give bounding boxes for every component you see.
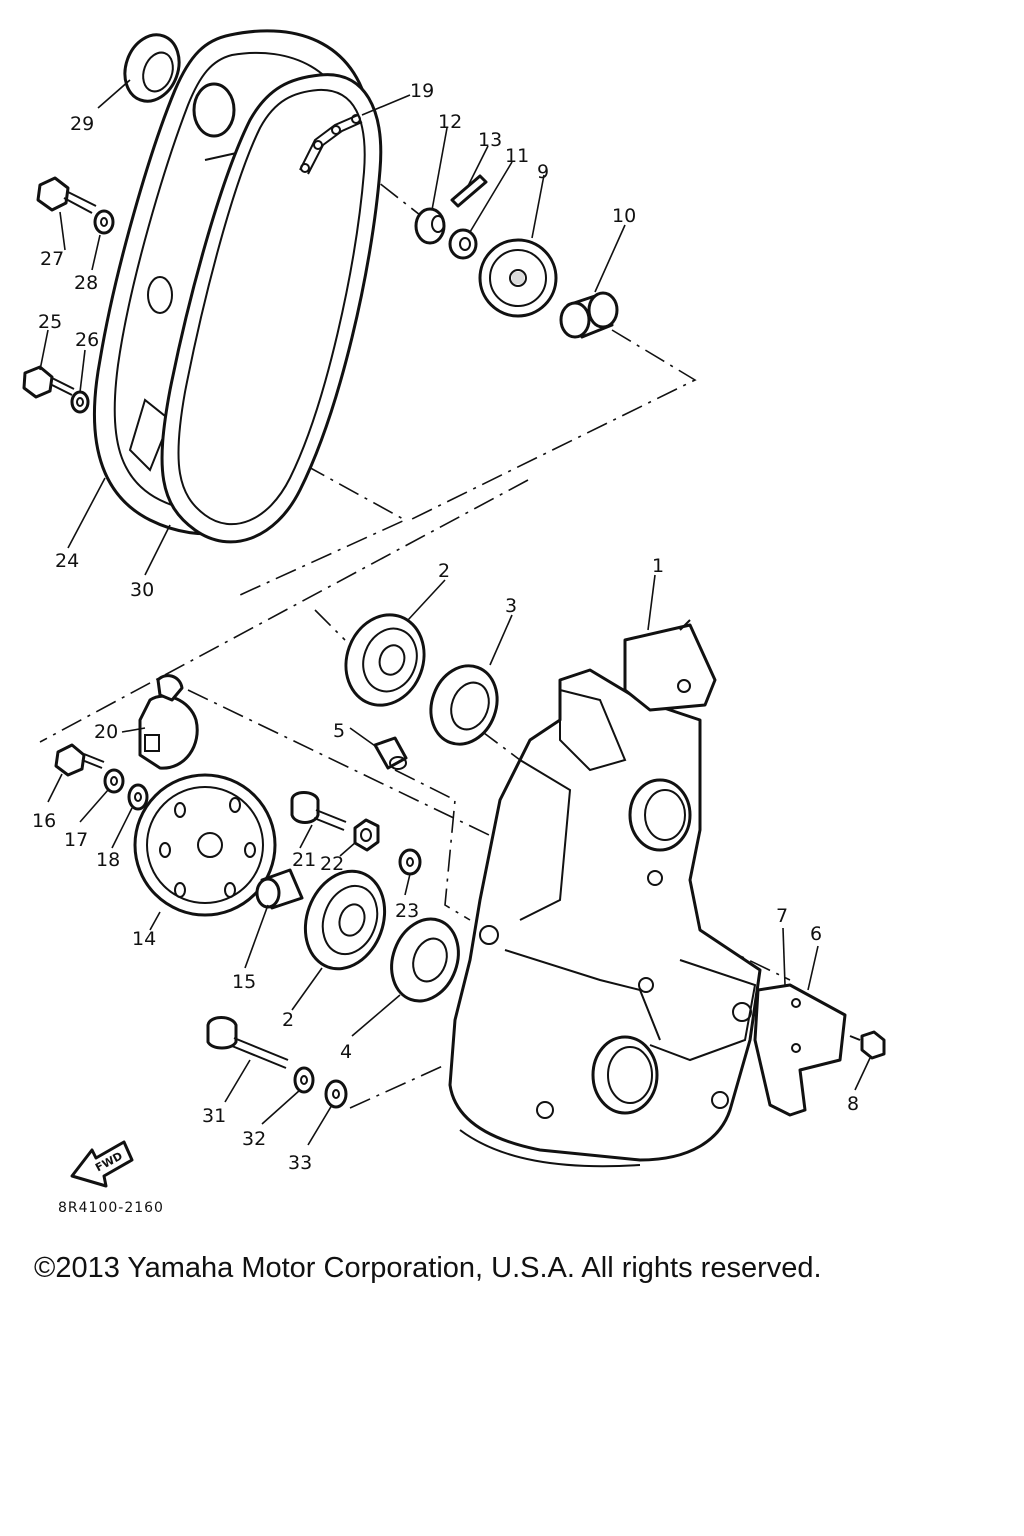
callout-17: 17 [64,829,88,851]
gasket-30 [160,73,383,544]
washer-28 [93,209,115,235]
fwd-arrow-icon: FWD [70,1140,134,1188]
oil-seal-29 [123,33,181,103]
callout-19: 19 [410,80,434,102]
bolt-27 [36,176,97,214]
callout-3: 3 [505,595,517,617]
bolt-21 [290,791,347,831]
leader-lines [39,79,871,1146]
washer-18 [127,783,149,811]
callout-14: 14 [132,928,156,950]
callout-1: 1 [652,555,664,577]
callout-2: 2 [438,560,450,582]
callout-5: 5 [333,720,345,742]
nut-22 [353,818,380,852]
callout-2: 2 [282,1009,294,1031]
callout-12: 12 [438,111,462,133]
callout-7: 7 [776,905,788,927]
callout-32: 32 [242,1128,266,1150]
washer-23 [398,848,422,876]
callout-11: 11 [505,145,529,167]
callout-8: 8 [847,1093,859,1115]
fitting-5 [373,736,408,770]
callout-16: 16 [32,810,56,832]
washer-11 [448,228,478,260]
bolt-31 [206,1016,289,1069]
key-13 [450,174,488,208]
callout-10: 10 [612,205,636,227]
callout-27: 27 [40,248,64,270]
drive-chain-19 [299,114,363,175]
chain-case-housing-1 [448,619,762,1168]
tensioner-20 [138,674,199,770]
screw-8 [849,1030,886,1060]
washer-26 [70,390,90,414]
bearing-2-upper [344,613,426,707]
sprocket-14 [133,773,277,917]
oil-seal-4 [390,917,460,1003]
drawing-code: 8R4100-2160 [58,1200,164,1216]
callout-labels: 1 2 2 2 3 4 5 6 7 8 9 10 11 12 13 14 15 … [32,80,859,1174]
collar-10 [559,291,619,339]
callout-20: 20 [94,721,118,743]
callout-24: 24 [55,550,79,572]
exploded-parts-diagram: FWD 1 2 2 2 3 4 5 6 7 8 9 10 11 12 13 14… [22,29,886,1188]
callout-28: 28 [74,272,98,294]
callout-30: 30 [130,579,154,601]
bearing-2-lower [303,869,387,971]
callout-9: 9 [537,161,549,183]
callout-25: 25 [38,311,62,333]
callout-21: 21 [292,849,316,871]
lock-washer-32 [293,1066,315,1094]
callout-33: 33 [288,1152,312,1174]
callout-29: 29 [70,113,94,135]
callout-22: 22 [320,853,344,875]
callout-6: 6 [810,923,822,945]
sprocket-9 [478,238,558,318]
bolt-16 [54,743,105,777]
copyright-notice: ©2013 Yamaha Motor Corporation, U.S.A. A… [34,1252,822,1284]
callout-18: 18 [96,849,120,871]
callout-31: 31 [202,1105,226,1127]
oil-seal-3 [429,664,499,746]
callout-23: 23 [395,900,419,922]
callout-26: 26 [75,329,99,351]
callout-4: 4 [340,1041,352,1063]
callout-15: 15 [232,971,256,993]
callout-13: 13 [478,129,502,151]
bolt-25 [22,365,75,399]
washer-33 [324,1079,348,1109]
lock-washer-17 [103,768,125,794]
bracket-6 [753,983,847,1117]
collar-12 [414,207,446,245]
